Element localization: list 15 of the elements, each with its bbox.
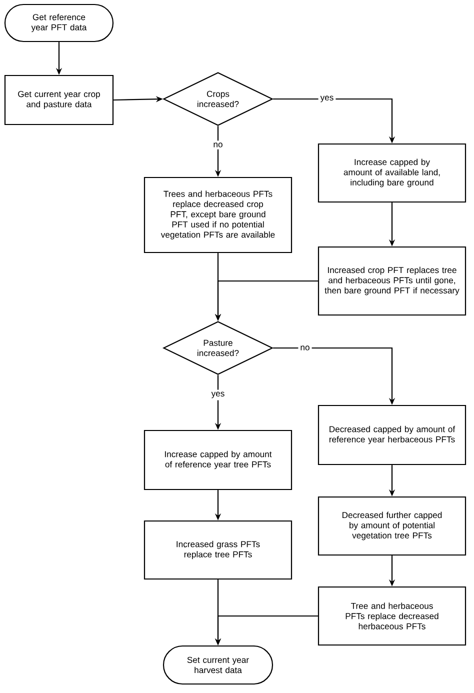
- process-box: Tree and herbaceous PFTs replace decreased herbaceous PFTs: [318, 586, 466, 646]
- edge-label: no: [211, 140, 225, 150]
- edge-label: yes: [209, 390, 227, 400]
- process-box: Increase capped by amount of available land, including bare ground: [318, 143, 466, 203]
- terminal-box: Set current year harvest data: [162, 645, 274, 685]
- terminal-box: Get reference year PFT data: [4, 4, 114, 42]
- process-box: Decreased capped by amount of reference year herbaceous PFTs: [318, 404, 466, 466]
- process-box: Decreased further capped by amount of potential vegetation tree PFTs: [318, 496, 466, 556]
- process-box: Increase capped by amount of reference year tree PFTs: [144, 430, 292, 490]
- process-box: Get current year crop and pasture data: [4, 74, 114, 126]
- edge-label: no: [298, 344, 312, 352]
- edge-label: yes: [318, 94, 336, 104]
- process-box: Increased crop PFT replaces tree and herbaceous PFTs until gone, then bare ground PFT if necessary: [318, 246, 466, 316]
- process-box: Increased grass PFTs replace tree PFTs: [144, 520, 292, 580]
- process-box: Trees and herbaceous PFTs replace decreased crop PFT, except bare ground PFT used if no potential vegetation PFTs are available: [144, 176, 292, 254]
